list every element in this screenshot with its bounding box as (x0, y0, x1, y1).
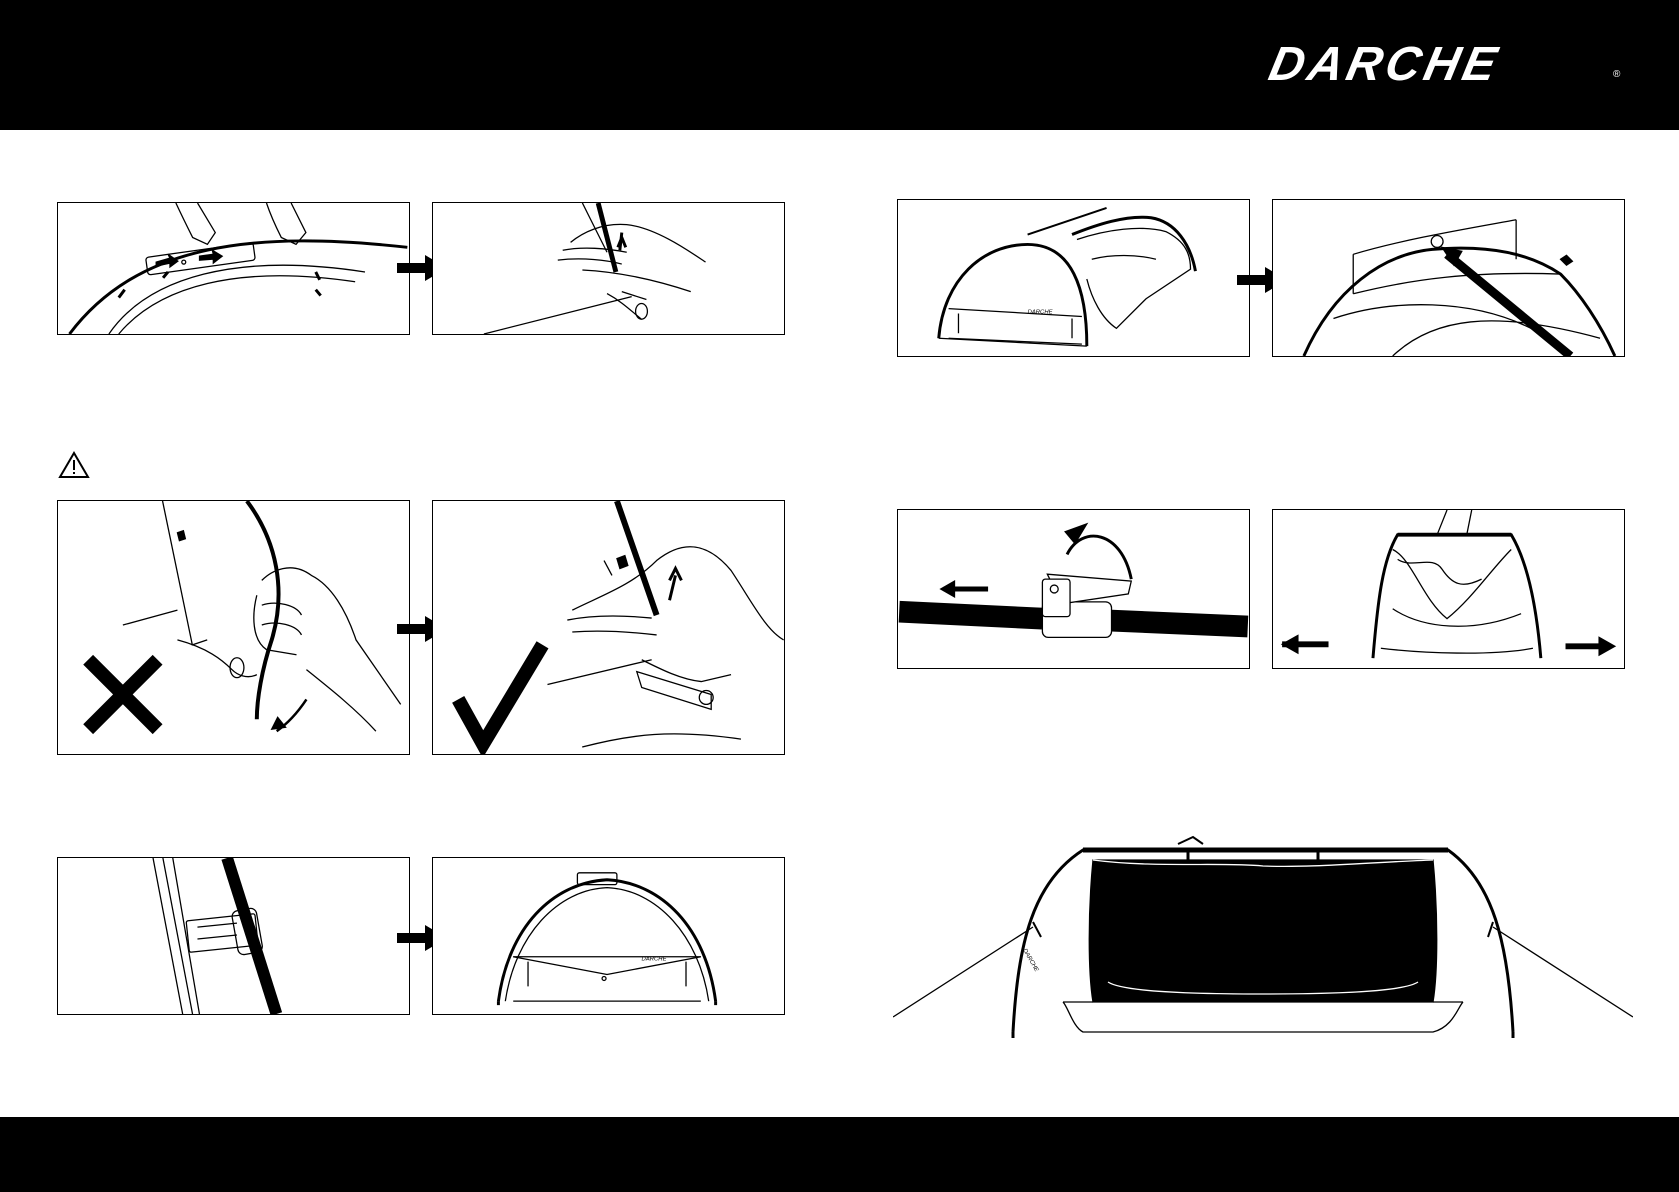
registered-mark: ® (1613, 70, 1620, 80)
pole-insert-hand-illustration (433, 203, 784, 334)
step-4b-panel (1272, 199, 1625, 357)
tent-brand-label: DARCHE (1021, 948, 1039, 974)
step-5a-panel (897, 509, 1250, 669)
step-1a-panel (57, 202, 410, 335)
step-3a-panel (57, 857, 410, 1015)
tent-two-arch-illustration: DARCHE (898, 200, 1249, 356)
step-5b-panel (1272, 509, 1625, 669)
brand-wordmark: DARCHE (1265, 40, 1505, 90)
pole-lock-clip-illustration (898, 510, 1249, 668)
tent-brand-label: DARCHE (642, 957, 667, 963)
step-1b-panel (432, 202, 785, 335)
warning-triangle-icon (58, 451, 90, 479)
tent-frame-stretch-illustration (1273, 510, 1624, 668)
darche-logo: DARCHE ® (1270, 40, 1630, 90)
correct-pole-insert-illustration (433, 501, 784, 754)
finished-tent-illustration: DARCHE (893, 832, 1633, 1047)
tent-dome-front-illustration: DARCHE (433, 858, 784, 1014)
incorrect-pole-bend-illustration (58, 501, 409, 754)
step-2b-panel (432, 500, 785, 755)
tent-brand-label: DARCHE (1028, 310, 1053, 316)
footer-band (0, 1117, 1679, 1192)
clip-on-pole-illustration (58, 858, 409, 1014)
step-2a-panel (57, 500, 410, 755)
pole-sleeve-illustration (58, 203, 409, 334)
pole-into-grommet-illustration (1273, 200, 1624, 356)
step-3b-panel: DARCHE (432, 857, 785, 1015)
step-4a-panel: DARCHE (897, 199, 1250, 357)
